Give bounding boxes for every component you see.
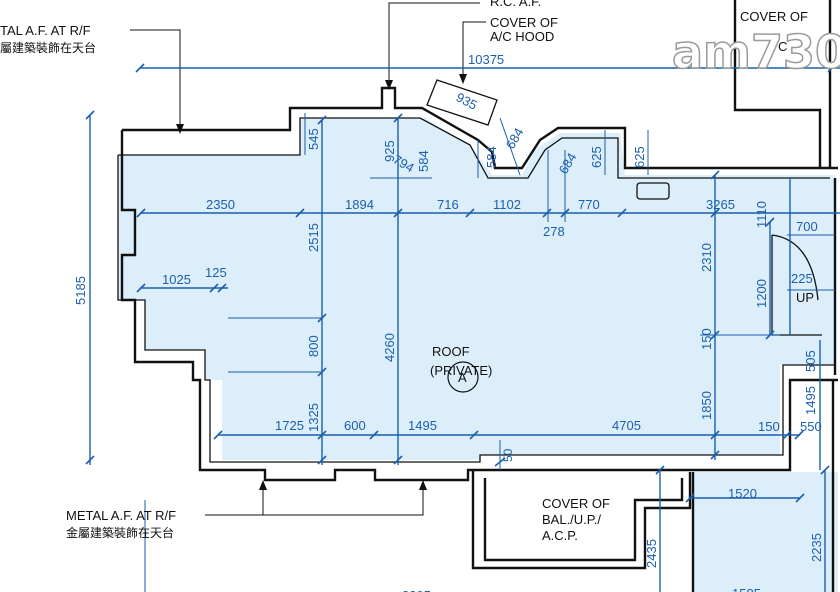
- dim-4260: 4260: [382, 333, 397, 362]
- dim-716: 716: [437, 197, 459, 212]
- dim-2235: 2235: [809, 533, 824, 562]
- leader-metal-bottom-arrow1: [259, 480, 267, 490]
- metal-bottom-label-cn: 金屬建築裝飾在天台: [66, 525, 174, 540]
- dim-1495a: 1495: [803, 386, 818, 415]
- dim-2395: 2395: [402, 588, 431, 592]
- dim-2435: 2435: [644, 539, 659, 568]
- dim-2350: 2350: [206, 197, 235, 212]
- cover-bal-label-1: COVER OF: [542, 496, 610, 511]
- dim-2515: 2515: [306, 223, 321, 252]
- leader-metal-top: [130, 29, 181, 132]
- dimension-lines: [89, 67, 840, 592]
- dim-3265: 3265: [706, 197, 735, 212]
- corridor-wall: [691, 380, 835, 592]
- ac-unit: [636, 182, 670, 200]
- cover-bal-label-3: A.C.P.: [542, 528, 578, 543]
- dim-505: 505: [803, 350, 818, 372]
- room-mark-circle: [447, 361, 479, 393]
- dim-1725: 1725: [275, 418, 304, 433]
- dim-150a: 150: [699, 328, 714, 350]
- dim-1850: 1850: [699, 391, 714, 420]
- dim-1495b: 1495: [408, 418, 437, 433]
- roof-area: [118, 118, 835, 460]
- cover-hood-label-1: COVER OF: [490, 15, 558, 30]
- metal-top-label-cn: 屬建築裝飾在天台: [0, 40, 96, 55]
- dim-5185: 5185: [73, 276, 88, 305]
- west-wall: [120, 130, 792, 482]
- dim-684a: 684: [503, 125, 527, 151]
- roof-private-label: (PRIVATE): [430, 363, 492, 378]
- up-label: UP: [796, 290, 814, 305]
- dimension-ticks: [85, 63, 837, 503]
- metal-top-label: TAL A.F. AT R/F: [0, 23, 91, 38]
- stair-arc: [771, 234, 822, 336]
- dim-1894: 1894: [345, 197, 374, 212]
- dim-125: 125: [205, 265, 227, 280]
- dim-625a: 625: [589, 146, 604, 168]
- west-wall-inner: [117, 155, 835, 463]
- dim-625b: 625: [632, 146, 647, 168]
- dim-1200: 1200: [754, 279, 769, 308]
- dim-50: 50: [501, 448, 515, 462]
- cover-hood-label-2: A/C HOOD: [490, 29, 554, 44]
- dim-584b: 584: [484, 146, 499, 168]
- roof-area-right: [693, 472, 838, 592]
- dim-225: 225: [791, 271, 813, 286]
- dim-925: 925: [382, 140, 397, 162]
- room-mark: A: [458, 370, 467, 385]
- dim-1585: 1585: [732, 586, 761, 592]
- dim-800: 800: [306, 335, 321, 357]
- cover-right-label-1: COVER OF: [740, 9, 808, 24]
- leader-rcaf: [388, 2, 480, 88]
- dim-10375: 10375: [468, 52, 504, 67]
- metal-bottom-label: METAL A.F. AT R/F: [66, 508, 176, 523]
- leader-metal-bottom: [205, 482, 424, 516]
- dim-150b: 150: [758, 419, 780, 434]
- dim-2310: 2310: [699, 243, 714, 272]
- hood-box: [426, 79, 498, 126]
- dim-584a: 584: [416, 150, 431, 172]
- cover-right-label-3: C: [778, 39, 787, 54]
- dim-545: 545: [306, 128, 321, 150]
- dim-600: 600: [344, 418, 366, 433]
- leader-hood-arrow: [459, 74, 467, 84]
- leader-metal-bottom-arrow2: [419, 480, 427, 490]
- roof-label: ROOF: [432, 344, 470, 359]
- dim-1110: 1110: [754, 201, 769, 228]
- bal-wall: [471, 470, 692, 570]
- watermark-logo: am730: [672, 25, 840, 79]
- leader-hood: [462, 21, 486, 82]
- leader-metal-top-arrow: [176, 124, 184, 134]
- inner-wall: [118, 117, 830, 179]
- cover-bal-label-2: BAL./U.P./: [542, 512, 601, 527]
- dim-1520: 1520: [728, 486, 757, 501]
- dim-700: 700: [796, 219, 818, 234]
- dim-550: 550: [800, 419, 822, 434]
- dim-1102: 1102: [493, 197, 521, 212]
- dim-770: 770: [578, 197, 600, 212]
- leader-rcaf-arrow: [385, 80, 393, 90]
- dim-1025: 1025: [162, 272, 191, 287]
- dim-278: 278: [543, 224, 565, 239]
- dim-1325: 1325: [306, 403, 321, 432]
- east-wall: [733, 0, 838, 445]
- rc-af-label: R.C. A.F.: [490, 0, 541, 9]
- dim-4705: 4705: [612, 418, 641, 433]
